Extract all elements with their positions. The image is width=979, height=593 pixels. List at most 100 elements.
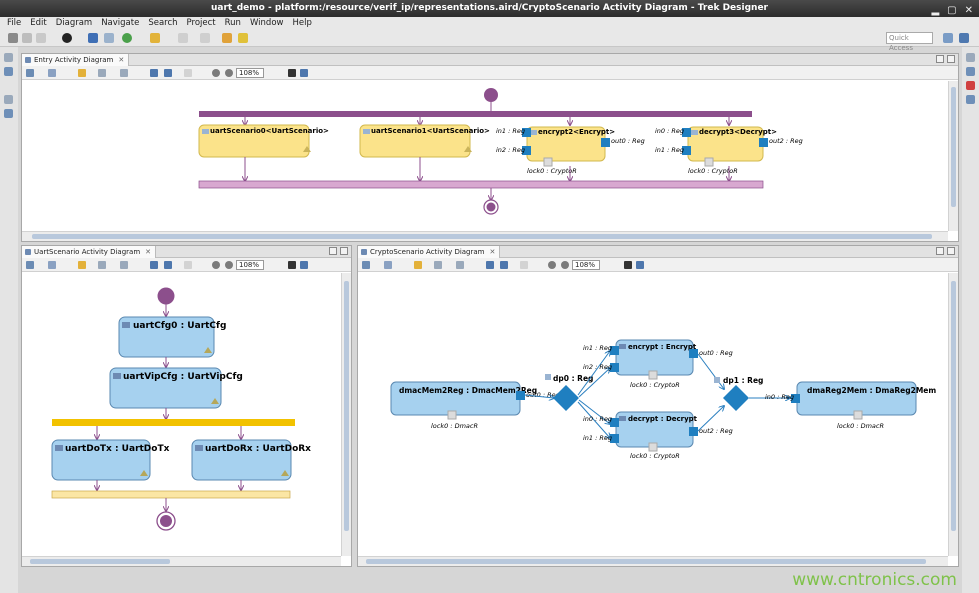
zoom-out-icon[interactable]: [561, 261, 569, 269]
zoom-field[interactable]: 108%: [236, 260, 264, 270]
quick-access-field[interactable]: Quick Access: [886, 32, 933, 52]
input-pin-in1[interactable]: [682, 146, 691, 155]
action-uart-vip-cfg[interactable]: uartVipCfg : UartVipCfg: [109, 367, 243, 409]
initial-node[interactable]: [157, 287, 175, 305]
close-icon[interactable]: ✕: [964, 5, 973, 16]
maximize-panel-icon[interactable]: [947, 55, 955, 63]
project-explorer-icon[interactable]: [4, 67, 13, 76]
zoom-in-icon[interactable]: [212, 69, 220, 77]
filter-icon[interactable]: [98, 261, 106, 269]
image-icon[interactable]: [500, 261, 508, 269]
entry-horizontal-scrollbar[interactable]: [22, 231, 948, 241]
refresh-icon[interactable]: [300, 261, 308, 269]
paint-icon[interactable]: [78, 261, 86, 269]
action-encrypt2[interactable]: encrypt2<Encrypt> in1 : Reg in2 : Reg ou…: [496, 126, 645, 175]
output-pin-out0[interactable]: [516, 391, 525, 400]
save-all-icon[interactable]: [36, 33, 46, 43]
select-icon[interactable]: [26, 261, 34, 269]
lock-pin[interactable]: [648, 370, 658, 380]
perspective-icon[interactable]: [943, 33, 953, 43]
outline-icon[interactable]: [966, 67, 975, 76]
export-icon[interactable]: [486, 261, 494, 269]
minimize-panel-icon[interactable]: [936, 55, 944, 63]
layout-icon[interactable]: [48, 261, 56, 269]
menu-project[interactable]: Project: [186, 18, 216, 28]
tab-crypto-scenario-activity-diagram[interactable]: CryptoScenario Activity Diagram✕: [358, 246, 501, 258]
back-icon[interactable]: [222, 33, 232, 43]
filter-icon[interactable]: [434, 261, 442, 269]
refresh-icon[interactable]: [636, 261, 644, 269]
maximize-panel-icon[interactable]: [947, 247, 955, 255]
minimize-icon[interactable]: ▂: [931, 5, 940, 16]
layer-icon[interactable]: [120, 261, 128, 269]
image-icon[interactable]: [164, 69, 172, 77]
output-pin-out0[interactable]: [601, 138, 610, 147]
menu-diagram[interactable]: Diagram: [55, 18, 93, 28]
output-pin-out0[interactable]: [689, 349, 698, 358]
lock-pin[interactable]: [447, 410, 457, 420]
layer-icon[interactable]: [456, 261, 464, 269]
decision-dp0[interactable]: dp0 : Reg: [545, 374, 593, 411]
decision-dp1[interactable]: dp1 : Reg: [714, 376, 763, 411]
join-bar[interactable]: [198, 180, 764, 189]
save-icon[interactable]: [22, 33, 32, 43]
output-pin-out2[interactable]: [689, 427, 698, 436]
tab-close-icon[interactable]: ✕: [118, 56, 125, 64]
output-pin-out2[interactable]: [759, 138, 768, 147]
join-bar[interactable]: [51, 490, 291, 499]
input-pin-in0[interactable]: [682, 128, 691, 137]
new-icon[interactable]: [8, 33, 18, 43]
camera-icon[interactable]: [288, 69, 296, 77]
tools-icon[interactable]: [150, 33, 160, 43]
model-explorer-icon[interactable]: [4, 109, 13, 118]
tab-uart-scenario-activity-diagram[interactable]: UartScenario Activity Diagram✕: [22, 246, 157, 258]
screen-icon[interactable]: [88, 33, 98, 43]
action-dmac-mem2reg[interactable]: dmacMem2Reg : DmacMem2Reg out0 : Reg loc…: [390, 381, 560, 430]
restore-icon[interactable]: [4, 53, 13, 62]
action-uart-scenario1[interactable]: uartScenario1<UartScenario>: [359, 124, 490, 158]
crypto-horizontal-scrollbar[interactable]: [358, 556, 948, 566]
uart-vertical-scrollbar[interactable]: [341, 273, 351, 556]
input-pin-in0[interactable]: [610, 418, 619, 427]
restore-right-icon[interactable]: [966, 53, 975, 62]
lock-pin[interactable]: [648, 442, 658, 452]
zoom-field[interactable]: 108%: [572, 260, 600, 270]
trek-perspective-icon[interactable]: [959, 33, 969, 43]
action-decrypt3[interactable]: decrypt3<Decrypt> in0 : Reg in1 : Reg ou…: [655, 126, 803, 175]
action-uart-scenario0[interactable]: uartScenario0<UartScenario>: [198, 124, 329, 158]
action-uart-do-tx[interactable]: uartDoTx : UartDoTx: [51, 439, 170, 481]
filter-icon[interactable]: [98, 69, 106, 77]
menu-navigate[interactable]: Navigate: [101, 18, 140, 28]
lock-pin[interactable]: [543, 157, 553, 167]
debug-icon[interactable]: [62, 33, 72, 43]
action-encrypt[interactable]: encrypt : Encrypt in1 : Reg in2 : Reg ou…: [583, 339, 733, 389]
pin-icon[interactable]: [184, 69, 192, 77]
zoom-out-icon[interactable]: [225, 69, 233, 77]
action-uart-cfg0[interactable]: uartCfg0 : UartCfg: [118, 316, 226, 358]
select-icon[interactable]: [26, 69, 34, 77]
problems-icon[interactable]: [966, 81, 975, 90]
edit-icon[interactable]: [104, 33, 114, 43]
uart-horizontal-scrollbar[interactable]: [22, 556, 341, 566]
pin-icon[interactable]: [184, 261, 192, 269]
paint-icon[interactable]: [414, 261, 422, 269]
menu-search[interactable]: Search: [148, 18, 178, 28]
zoom-field[interactable]: 108%: [236, 68, 264, 78]
menu-help[interactable]: Help: [292, 18, 312, 28]
action-dma-reg2mem[interactable]: dmaReg2Mem : DmaReg2Mem in0 : Reg lock0 …: [765, 381, 936, 430]
camera-icon[interactable]: [624, 261, 632, 269]
tab-entry-activity-diagram[interactable]: Entry Activity Diagram✕: [22, 54, 130, 66]
entry-vertical-scrollbar[interactable]: [948, 81, 958, 231]
tab-close-icon[interactable]: ✕: [489, 248, 496, 256]
fork-bar[interactable]: [199, 111, 752, 117]
export-icon[interactable]: [150, 261, 158, 269]
input-pin-in1[interactable]: [610, 434, 619, 443]
select-icon[interactable]: [362, 261, 370, 269]
layer-icon[interactable]: [120, 69, 128, 77]
refresh-icon[interactable]: [300, 69, 308, 77]
minimize-panel-icon[interactable]: [329, 247, 337, 255]
zoom-in-icon[interactable]: [212, 261, 220, 269]
input-pin-in1[interactable]: [610, 346, 619, 355]
layout-icon[interactable]: [48, 69, 56, 77]
nav-icon[interactable]: [178, 33, 188, 43]
